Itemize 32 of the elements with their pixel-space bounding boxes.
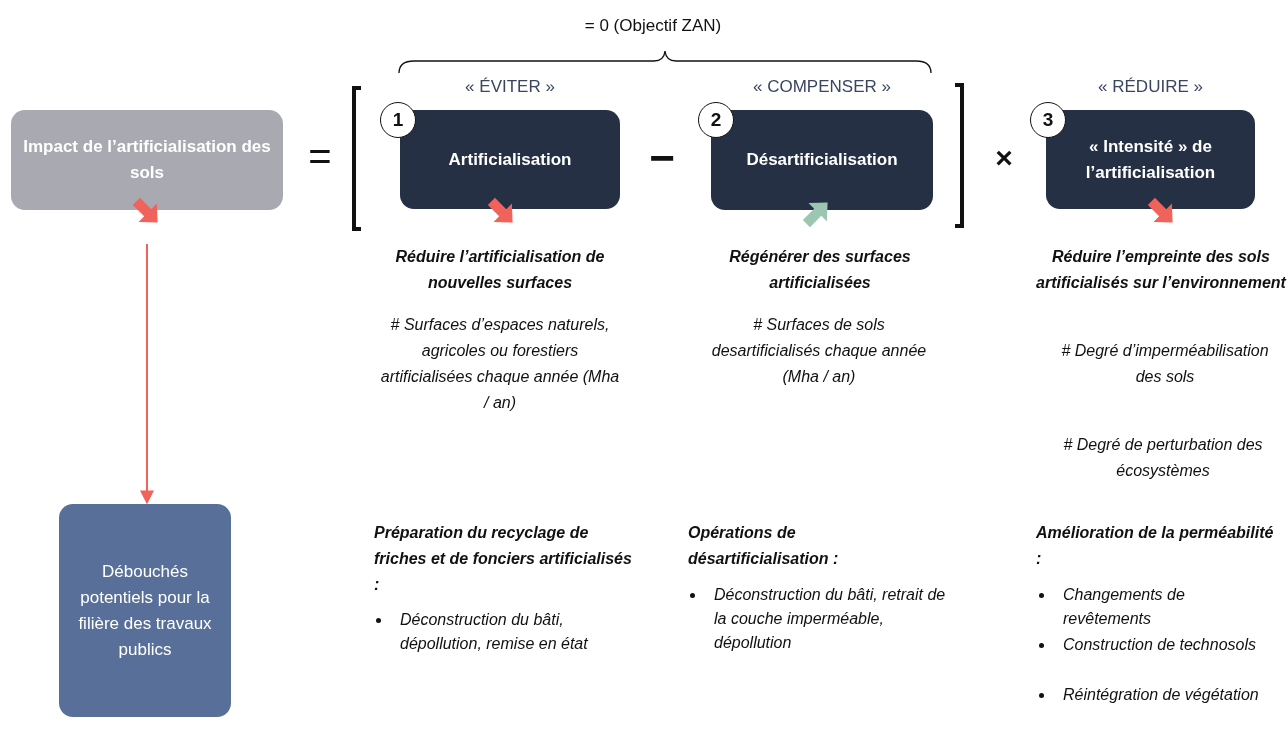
objective-text: Régénérer des surfaces artificialisées bbox=[728, 247, 912, 293]
result-box bbox=[11, 110, 283, 210]
box-title: Désartificialisation bbox=[746, 149, 898, 171]
objective-text: Réduire l’artificialisation de nouvelles surfaces bbox=[394, 247, 606, 293]
indicator-text: # Degré de perturbation des écosystèmes bbox=[1062, 435, 1264, 481]
bullet-item: Déconstruction du bâti, retrait de la couche imperméable, dépollution bbox=[714, 585, 947, 653]
box-title: Artificialisation bbox=[448, 148, 572, 171]
step-heading: « COMPENSER » bbox=[752, 76, 892, 98]
indicator-text: # Degré d’imperméabilisation des sols bbox=[1060, 341, 1270, 387]
step-heading: « RÉDUIRE » bbox=[1097, 76, 1204, 98]
box-title: « Intensité » de l’artificialisation bbox=[1084, 135, 1217, 184]
bullet-item: Changements de revêtements bbox=[1063, 585, 1186, 629]
step-number: 2 bbox=[698, 102, 734, 138]
objective-text: Réduire l’empreinte des sols artificialisés sur l’environnement bbox=[1035, 247, 1288, 293]
step-heading: « ÉVITER » bbox=[464, 76, 556, 98]
bullet-item: Construction de technosols bbox=[1063, 635, 1257, 655]
box-title: Débouchés potentiels pour la filière des travaux publics bbox=[77, 560, 213, 661]
step-number: 3 bbox=[1030, 102, 1066, 138]
times-sign: × bbox=[994, 140, 1014, 176]
equals-sign: = bbox=[307, 133, 333, 180]
minus-sign: − bbox=[648, 132, 676, 184]
outlet-heading: Opérations de désartificialisation : bbox=[688, 523, 840, 569]
bullet-item: Déconstruction du bâti, dépollution, remise en état bbox=[400, 610, 589, 654]
indicator-text: # Surfaces de sols desartificialisés chaque année (Mha / an) bbox=[710, 315, 928, 387]
outcome-box bbox=[59, 504, 231, 717]
outlet-heading: Amélioration de la perméabilité : bbox=[1036, 523, 1275, 569]
goal-label: = 0 (Objectif ZAN) bbox=[583, 16, 723, 37]
box-title: Impact de l’artificialisation des sols bbox=[22, 136, 272, 184]
bullet-item: Réintégration de végétation bbox=[1063, 685, 1260, 705]
indicator-text: # Surfaces d’espaces naturels, agricoles ou forestiers artificialisées chaque année (Mha / an) bbox=[379, 315, 621, 413]
step-number: 1 bbox=[380, 102, 416, 138]
outlet-heading: Préparation du recyclage de friches et de fonciers artificialisés : bbox=[374, 523, 633, 595]
